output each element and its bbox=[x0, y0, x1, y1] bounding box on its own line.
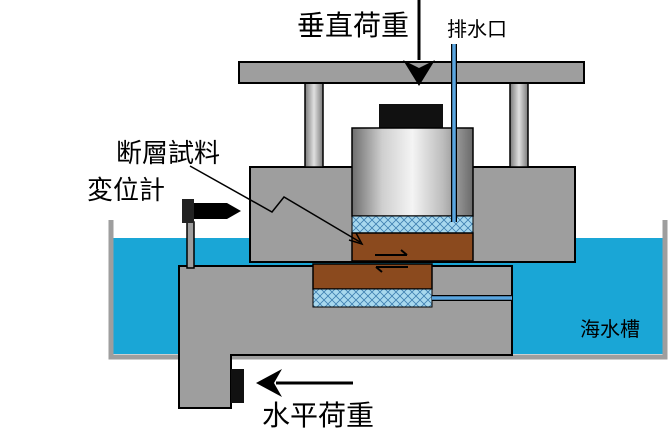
vertical-load-arrow-icon bbox=[403, 0, 435, 86]
vertical-load-label: 垂直荷重 bbox=[297, 9, 409, 42]
fault-sample-upper bbox=[351, 232, 474, 262]
seawater-tank-label: 海水槽 bbox=[580, 317, 640, 341]
column-left bbox=[304, 82, 324, 168]
horizontal-actuator bbox=[231, 369, 244, 403]
drain-label: 排水口 bbox=[447, 17, 507, 41]
lower-porous-stone bbox=[312, 288, 433, 308]
seawater-tank-wall bbox=[108, 220, 668, 360]
horizontal-load-arrow-icon bbox=[256, 369, 353, 397]
horizontal-load-label: 水平荷重 bbox=[262, 399, 374, 432]
piston-cap bbox=[379, 104, 443, 128]
fault-sample-label: 断層試料 bbox=[116, 139, 220, 169]
displacement-gauge-label: 変位計 bbox=[87, 176, 165, 206]
column-right bbox=[509, 82, 529, 168]
shear-direction-arrows-icon bbox=[375, 249, 408, 273]
fault-sample-lower bbox=[312, 263, 433, 290]
fault-sample-leader-line bbox=[189, 165, 361, 243]
displacement-gauge-icon bbox=[182, 199, 241, 269]
